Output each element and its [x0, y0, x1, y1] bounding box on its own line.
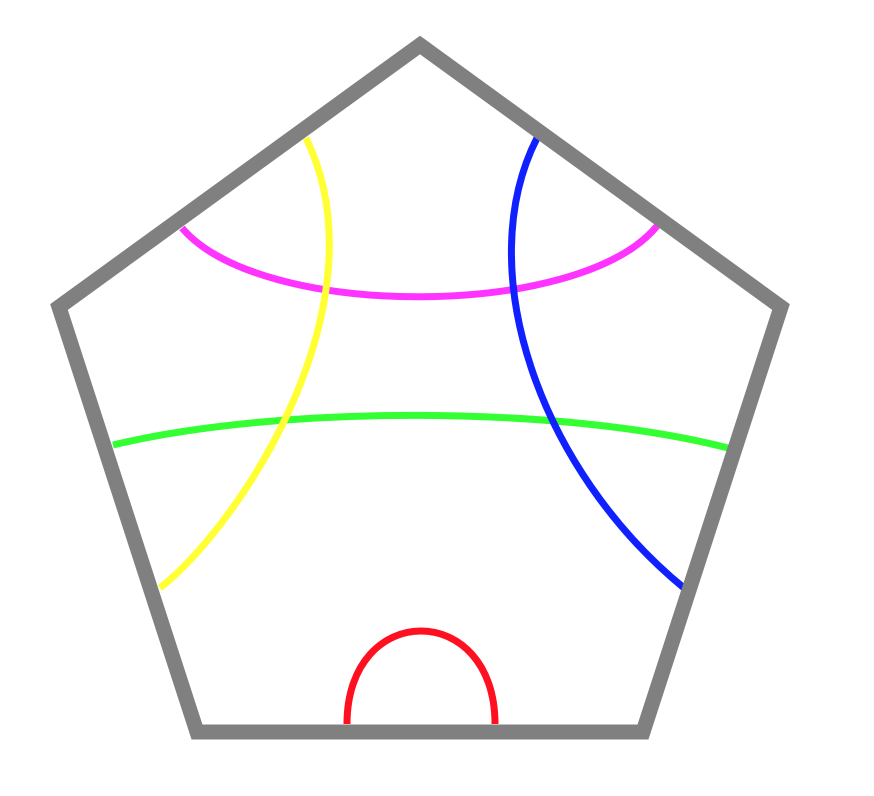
blue-curve	[507, 136, 687, 591]
pentagon-outline	[50, 35, 790, 740]
yellow-curve	[157, 136, 333, 591]
red-curve	[343, 627, 499, 725]
magenta-curve	[179, 223, 660, 301]
green-curve	[112, 411, 729, 452]
